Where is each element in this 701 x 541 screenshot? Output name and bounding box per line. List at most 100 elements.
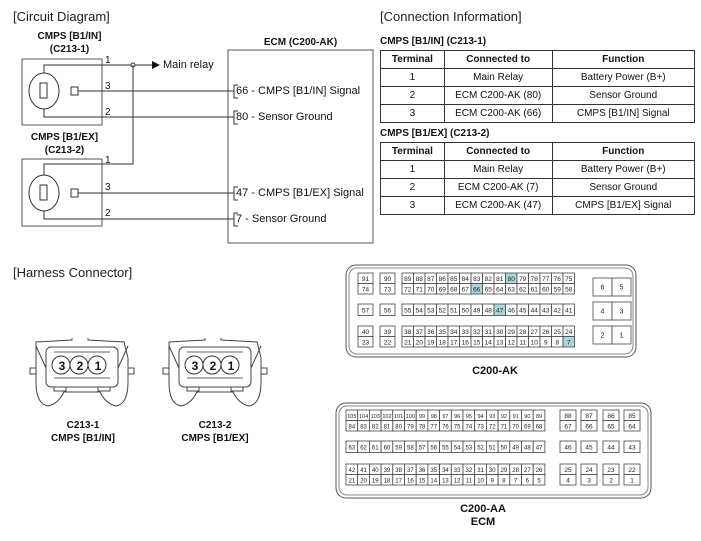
pin-cell-91: 91 xyxy=(357,272,374,284)
pin-number: 19 xyxy=(372,478,379,484)
pin-cell-39: 39 xyxy=(380,463,394,475)
pin-number: 93 xyxy=(489,414,495,420)
pin-cell-104: 104 xyxy=(357,409,370,421)
pin-number: 20 xyxy=(360,478,367,484)
harness-connector-title: [Harness Connector] xyxy=(13,265,133,280)
cell-connected-to: ECM C200-AK (80) xyxy=(443,86,553,105)
c213-1-pin: 3 xyxy=(58,359,66,373)
pin-cell-30: 30 xyxy=(493,325,506,337)
pin-number: 81 xyxy=(384,424,391,430)
pin-number: 84 xyxy=(349,424,356,430)
pin-cell-14: 14 xyxy=(427,474,441,486)
pin-cell-34: 34 xyxy=(447,325,460,337)
pin-number: 11 xyxy=(466,478,473,484)
pin-number: 97 xyxy=(442,414,448,420)
pin-cell-36: 36 xyxy=(424,325,437,337)
pin-cell-5: 5 xyxy=(532,474,546,486)
pin-number: 52 xyxy=(477,445,484,451)
pin-cell-60: 60 xyxy=(380,440,394,453)
pin-number: 22 xyxy=(628,467,636,474)
pin-cell-53: 53 xyxy=(462,440,476,453)
pin-cell-82: 82 xyxy=(369,420,382,432)
pin-cell-58: 58 xyxy=(404,440,417,453)
pin-number: 17 xyxy=(450,339,458,346)
c200-aa-sublabel: ECM xyxy=(470,516,496,528)
pin-number: 31 xyxy=(485,329,493,336)
cell-terminal: 2 xyxy=(380,86,445,105)
pin-cell-25: 25 xyxy=(559,463,577,475)
pin-number: 55 xyxy=(404,307,412,314)
pin-number: 67 xyxy=(564,423,572,430)
pin-number: 101 xyxy=(394,414,403,420)
pin-cell-78: 78 xyxy=(528,272,541,284)
pin-cell-18: 18 xyxy=(436,336,449,348)
pin-number: 18 xyxy=(384,478,391,484)
pin-cell-22: 22 xyxy=(379,336,396,348)
pin-number: 58 xyxy=(565,286,573,293)
pin-cell-17: 17 xyxy=(447,336,460,348)
pin-cell-39: 39 xyxy=(379,325,396,337)
pin-number: 86 xyxy=(439,276,447,283)
pin-cell-71: 71 xyxy=(413,283,426,295)
pin-number: 62 xyxy=(360,445,367,451)
pin-number: 44 xyxy=(531,307,539,314)
pin-number: 66 xyxy=(585,423,593,430)
pin-number: 26 xyxy=(536,468,543,474)
sensor2-connector: (C213-2) xyxy=(44,145,85,156)
pin-number: 17 xyxy=(395,478,402,484)
pin-number: 4 xyxy=(601,309,605,316)
pin-number: 42 xyxy=(349,468,356,474)
pin-cell-41: 41 xyxy=(357,463,370,475)
pin-number: 39 xyxy=(384,329,392,336)
pin-cell-37: 37 xyxy=(404,463,417,475)
cell-connected-to: ECM C200-AK (7) xyxy=(443,178,553,197)
pin-number: 83 xyxy=(473,276,481,283)
table-row: 1 Main Relay Battery Power (B+) xyxy=(380,160,696,179)
header-connected-to: Connected to xyxy=(443,142,553,161)
pin-cell-23: 23 xyxy=(357,336,374,348)
pin-number: 9 xyxy=(491,478,495,484)
pin-label: 3 xyxy=(105,182,111,193)
pin-number: 13 xyxy=(496,339,504,346)
c213-1-connector-drawing xyxy=(29,338,135,407)
pin-number: 79 xyxy=(407,424,414,430)
pin-cell-9: 9 xyxy=(539,336,552,348)
pin-cell-9: 9 xyxy=(485,474,499,486)
pin-number: 7 xyxy=(567,339,571,346)
pin-number: 57 xyxy=(362,307,370,314)
pin-cell-8: 8 xyxy=(551,336,564,348)
pin-cell-35: 35 xyxy=(427,463,441,475)
pin-label: 3 xyxy=(105,81,111,92)
pin-cell-81: 81 xyxy=(493,272,506,284)
pin-number: 89 xyxy=(536,414,542,420)
pin-cell-40: 40 xyxy=(357,325,374,337)
pin-cell-68: 68 xyxy=(447,283,460,295)
pin-number: 60 xyxy=(384,445,391,451)
pin-number: 6 xyxy=(601,285,605,292)
pin-cell-38: 38 xyxy=(401,325,414,337)
pin-number: 15 xyxy=(473,339,481,346)
pin-cell-56: 56 xyxy=(379,303,396,316)
pin-1-icon xyxy=(220,355,240,375)
pin-number: 77 xyxy=(430,424,437,430)
pin-cell-17: 17 xyxy=(392,474,405,486)
pin-number: 38 xyxy=(395,468,402,474)
pin-number: 100 xyxy=(406,414,415,420)
pin-cell-87: 87 xyxy=(580,409,598,421)
pin-cell-74: 74 xyxy=(462,420,476,432)
pin-cell-43: 43 xyxy=(539,303,552,316)
pin-cell-37: 37 xyxy=(413,325,426,337)
pin-number: 77 xyxy=(542,276,550,283)
pin-number: 16 xyxy=(407,478,414,484)
circuit-diagram-title: [Circuit Diagram] xyxy=(13,9,110,24)
pin-number: 84 xyxy=(462,276,470,283)
pin-number: 42 xyxy=(554,307,562,314)
pin-cell-13: 13 xyxy=(439,474,452,486)
pin-cell-85: 85 xyxy=(447,272,460,284)
pin-cell-31: 31 xyxy=(474,463,487,475)
pin-cell-92: 92 xyxy=(497,409,511,421)
pin-cell-79: 79 xyxy=(404,420,417,432)
pin-cell-88: 88 xyxy=(413,272,426,284)
pin-cell-95: 95 xyxy=(462,409,476,421)
